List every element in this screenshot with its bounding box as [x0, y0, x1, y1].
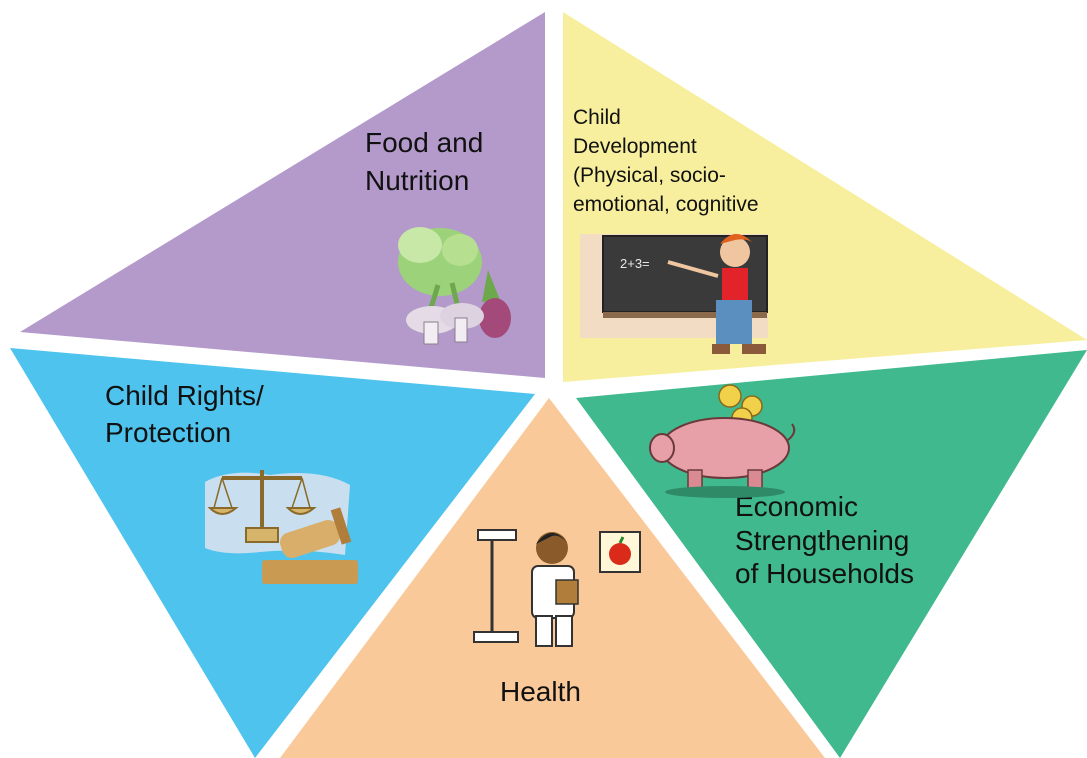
- segment-food-label: Food and Nutrition: [365, 127, 491, 196]
- piggy-bank-icon: [649, 384, 796, 498]
- segment-health: Health: [280, 398, 825, 758]
- segment-health-label: Health: [500, 676, 581, 707]
- teacher-at-chalkboard-icon: 2+3=: [580, 233, 768, 354]
- scales-and-gavel-icon: [205, 470, 358, 584]
- segment-child-development: Child Development (Physical, socio- emot…: [563, 12, 1087, 382]
- segment-economic: Economic Strengthening of Households: [576, 350, 1087, 758]
- segment-food-nutrition: Food and Nutrition: [20, 12, 545, 378]
- chalkboard-text: 2+3=: [620, 256, 650, 271]
- segment-economic-label: Economic Strengthening of Households: [735, 491, 917, 589]
- segment-child-rights-shape: [10, 348, 535, 758]
- nurse-with-scale-icon: [473, 529, 641, 647]
- vegetables-icon: [398, 227, 511, 345]
- segment-child-dev-label: Child Development (Physical, socio- emot…: [573, 106, 759, 216]
- segment-child-rights-label: Child Rights/ Protection: [105, 380, 272, 448]
- segment-child-rights: Child Rights/ Protection: [10, 348, 535, 758]
